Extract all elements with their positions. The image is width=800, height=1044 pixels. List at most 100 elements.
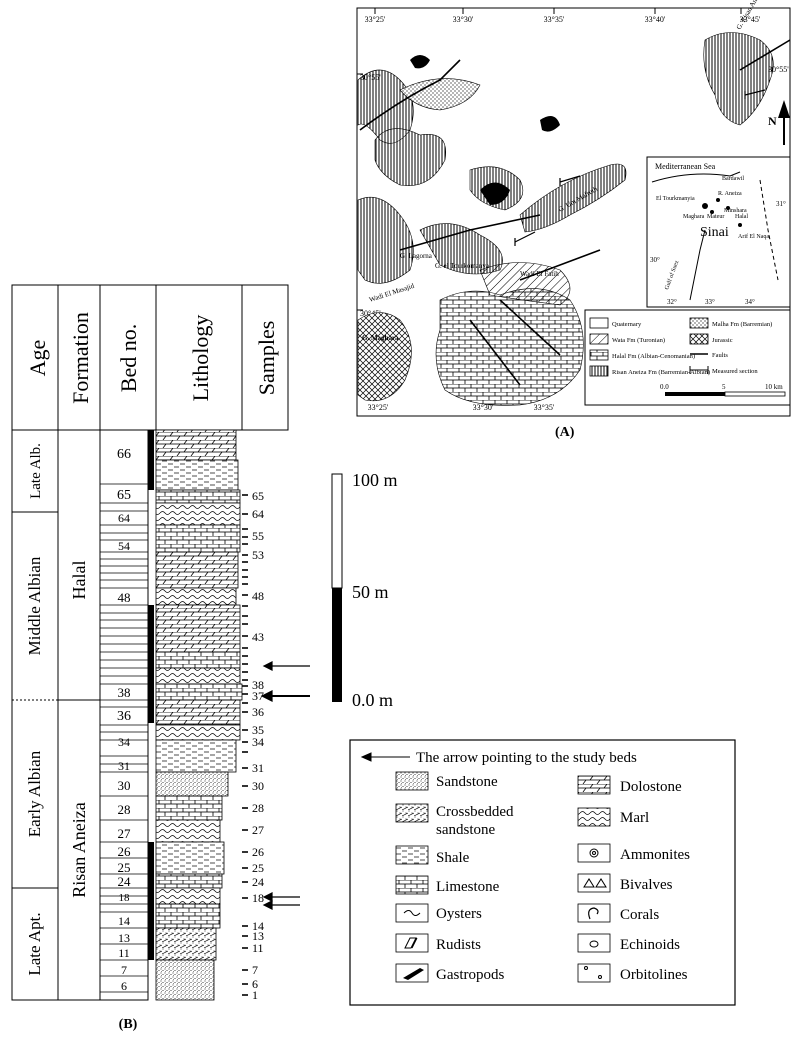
oyster-icon [403, 910, 421, 916]
map-legend: Quaternary Wata Fm (Turonian) Halal Fm (… [584, 309, 791, 406]
bed-18: 18 [119, 892, 131, 904]
bed-26: 26 [118, 844, 132, 859]
echinoid-icon [589, 940, 599, 948]
inset-town-5: Maghara [683, 214, 705, 220]
sample-55: 55 [252, 529, 264, 543]
lithology-key: The arrow pointing to the study beds San… [349, 739, 736, 1006]
map-scale-mid: 5 [722, 383, 726, 391]
header-samples: Samples [254, 321, 279, 396]
bed-54: 54 [118, 539, 130, 553]
key-arrow-text: The arrow pointing to the study beds [416, 750, 637, 766]
map-geology [357, 32, 774, 406]
bed-11: 11 [118, 946, 130, 960]
sample-64: 64 [252, 507, 264, 521]
sample-24: 24 [252, 875, 264, 889]
sample-18: 18 [252, 891, 264, 905]
panel-label-a: (A) [555, 425, 575, 440]
key-sandstone: Sandstone [436, 774, 498, 790]
sample-1: 1 [252, 988, 258, 1002]
inset-lat-2: 30° [650, 256, 660, 264]
inset-town-7: Halal [735, 214, 748, 220]
bed-25: 25 [118, 860, 131, 875]
key-gastropods: Gastropods [436, 967, 504, 983]
header-formation: Formation [68, 312, 93, 404]
sample-25: 25 [252, 861, 264, 875]
inset-town-2: El Tourkmanyia [656, 196, 695, 202]
grid-top-3: 33°35' [544, 15, 565, 24]
ammonite-icon [589, 848, 599, 858]
sample-36: 36 [252, 705, 264, 719]
orbitoline-icon [584, 966, 602, 979]
bed-66: 66 [117, 447, 131, 462]
key-oysters: Oysters [436, 906, 482, 922]
key-shale: Shale [436, 850, 470, 866]
scale-0m: 0.0 m [352, 690, 393, 710]
legend-section: Measured section [712, 368, 758, 375]
key-ammonites: Ammonites [620, 847, 690, 863]
legend-faults: Faults [712, 352, 728, 359]
north-arrow: N [768, 100, 790, 145]
inset-sea: Mediterranean Sea [655, 162, 716, 171]
sample-35: 35 [252, 723, 264, 737]
age-column: Late Alb. Middle Albian Early Albian Lat… [11, 429, 59, 1001]
key-orbitolines: Orbitolines [620, 967, 688, 983]
bivalve-icon [583, 878, 607, 888]
key-bivalves: Bivalves [620, 877, 673, 893]
place-lagorna: G. Lagorna [400, 252, 433, 260]
age-middle-albian: Middle Albian [25, 556, 44, 655]
sample-28: 28 [252, 801, 264, 815]
bed-30: 30 [118, 778, 131, 793]
bed-7: 7 [121, 963, 127, 977]
bed-65: 65 [117, 488, 131, 503]
panel-label-b: (B) [119, 1017, 138, 1032]
grid-bottom-2: 33°30' [473, 403, 494, 412]
inset-town-6: Mateur [707, 214, 724, 220]
strat-column-header: Age Formation Bed no. Lithology Samples [11, 284, 289, 431]
bed-27: 27 [118, 826, 132, 841]
bed-bar-upper [148, 430, 154, 490]
legend-wata: Wata Fm (Turonian) [612, 337, 665, 344]
legend-jurassic: Jurassic [712, 337, 733, 344]
scale-100m: 100 m [352, 470, 398, 490]
map-faults [359, 39, 791, 386]
bed-column: 66 65 64 54 48 38 36 34 31 30 28 27 26 2… [99, 429, 154, 1001]
grid-top-5: 33°45' [740, 15, 761, 24]
legend-risan: Risan Aneiza Fm (Barremian-Albian) [612, 369, 710, 376]
gastropod-icon [403, 968, 424, 980]
place-wadi-fatih: Wadi El Fatih [520, 270, 559, 278]
grid-left-2: 30°45' [360, 309, 381, 318]
legend-quaternary: Quaternary [612, 321, 642, 328]
place-maghara: G. Maghara [362, 334, 399, 342]
inset-lon-2: 33° [705, 298, 715, 306]
sample-37: 37 [252, 689, 264, 703]
bed-bar-middle [148, 605, 154, 723]
age-late-aptian: Late Apt. [25, 912, 44, 975]
bed-38: 38 [118, 685, 131, 700]
inset-town-8: Arif El Naqa [738, 233, 769, 240]
inset-region: Sinai [700, 225, 729, 240]
inset-lon-3: 34° [745, 298, 755, 306]
sample-34: 34 [252, 735, 264, 749]
formation-column: Halal Risan Aneiza [57, 429, 101, 1001]
sample-53: 53 [252, 548, 264, 562]
scale-50m: 50 m [352, 582, 389, 602]
legend-halal: Halal Fm (Albian-Cenomanian) [612, 353, 695, 360]
key-corals: Corals [620, 907, 659, 923]
bed-31: 31 [118, 759, 130, 773]
sample-31: 31 [252, 761, 264, 775]
grid-top-4: 33°40' [645, 15, 666, 24]
sample-13: 13 [252, 929, 264, 943]
bed-36: 36 [117, 709, 131, 724]
key-echinoids: Echinoids [620, 937, 680, 953]
bed-24: 24 [118, 874, 132, 889]
age-early-albian: Early Albian [25, 750, 44, 837]
header-bed-no: Bed no. [116, 324, 141, 392]
sample-65: 65 [252, 489, 264, 503]
map-scale-zero: 0.0 [660, 383, 669, 391]
thickness-scale: 100 m 50 m 0.0 m [331, 470, 398, 710]
measured-section-marks [514, 89, 766, 246]
inset-lat-1: 31° [776, 200, 786, 208]
formation-risan-aneiza: Risan Aneiza [69, 802, 89, 897]
